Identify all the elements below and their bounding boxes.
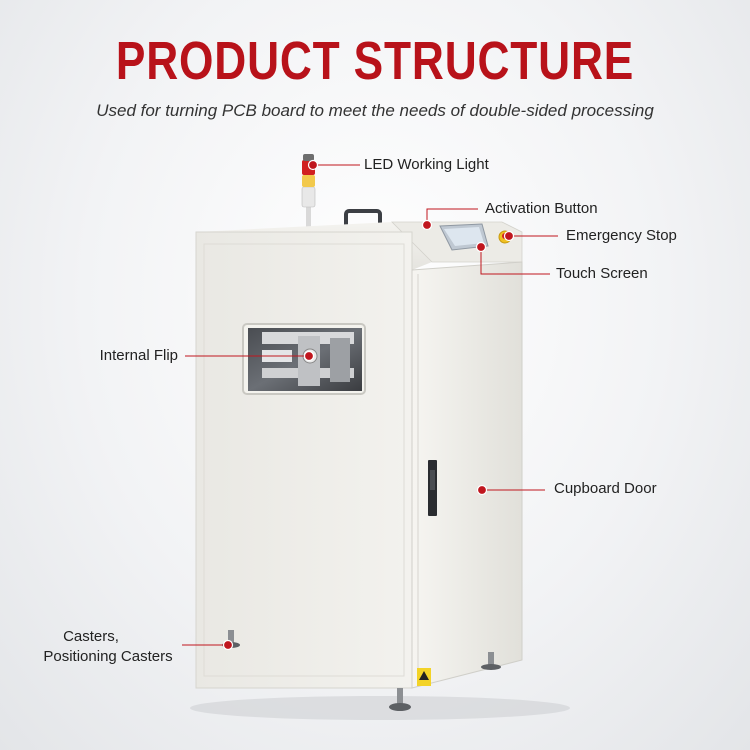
marker-touch-screen <box>475 241 487 253</box>
page-title: PRODUCT STRUCTURE <box>115 31 635 91</box>
led-tower-light <box>301 154 316 230</box>
callout-emergency-stop: Emergency Stop <box>566 227 677 244</box>
marker-internal-flip <box>303 350 315 362</box>
front-panel <box>195 231 413 689</box>
marker-emergency-stop <box>503 230 515 242</box>
callout-markers <box>222 159 515 651</box>
marker-activation-button <box>421 219 433 231</box>
callout-activation-button: Activation Button <box>485 200 598 217</box>
callout-cupboard-door: Cupboard Door <box>554 480 657 497</box>
callout-casters-line2: Positioning Casters <box>43 648 173 665</box>
warning-sticker <box>417 668 431 686</box>
callout-touch-screen: Touch Screen <box>556 265 648 282</box>
callout-led-working-light: LED Working Light <box>364 156 489 173</box>
page-subtitle: Used for turning PCB board to meet the n… <box>96 101 654 120</box>
marker-cupboard-door <box>476 484 488 496</box>
callout-lines <box>182 164 558 646</box>
floor-shadow <box>190 696 570 720</box>
marker-casters <box>222 639 234 651</box>
callout-casters-line1: Casters, <box>63 628 119 645</box>
side-panel <box>411 261 523 689</box>
marker-led-light <box>307 159 319 171</box>
touch-screen-device <box>439 223 489 251</box>
internal-flip-window <box>242 323 366 395</box>
door-handle <box>428 460 437 516</box>
callout-internal-flip: Internal Flip <box>99 347 178 364</box>
